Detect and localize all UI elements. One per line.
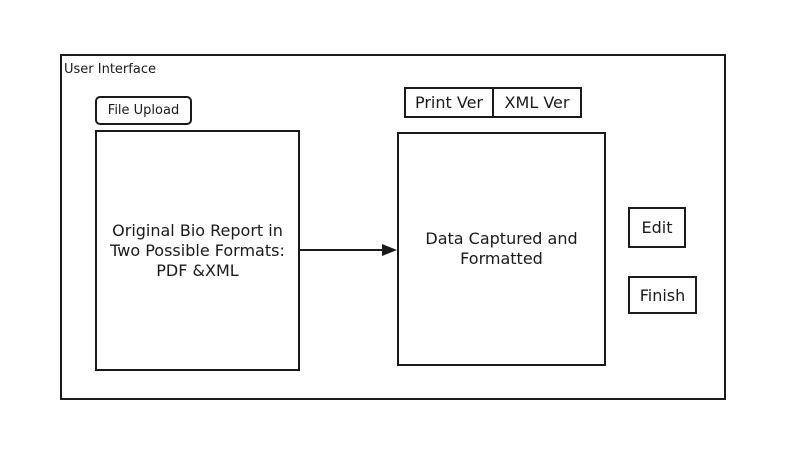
formatted-data-line-2: Formatted [460,249,543,268]
tab-xml-version[interactable]: XML Ver [492,87,582,118]
original-report-line-2: Two Possible Formats: [110,240,285,260]
original-report-box: Original Bio Report in Two Possible Form… [95,130,300,371]
file-upload-button[interactable]: File Upload [95,96,192,125]
formatted-data-line-1: Data Captured and [425,229,578,248]
frame-title: User Interface [64,62,156,77]
formatted-data-text: Data Captured and Formatted [417,229,585,269]
arrow-right-icon [298,244,397,256]
edit-button[interactable]: Edit [628,207,686,248]
original-report-text: Original Bio Report in Two Possible Form… [102,221,293,281]
formatted-data-box: Data Captured and Formatted [397,132,606,366]
arrow-head [382,244,397,256]
original-report-line-1: Original Bio Report in [112,220,283,240]
finish-button[interactable]: Finish [628,276,697,314]
tab-print-version[interactable]: Print Ver [404,87,494,118]
original-report-line-3: PDF &XML [156,260,239,280]
